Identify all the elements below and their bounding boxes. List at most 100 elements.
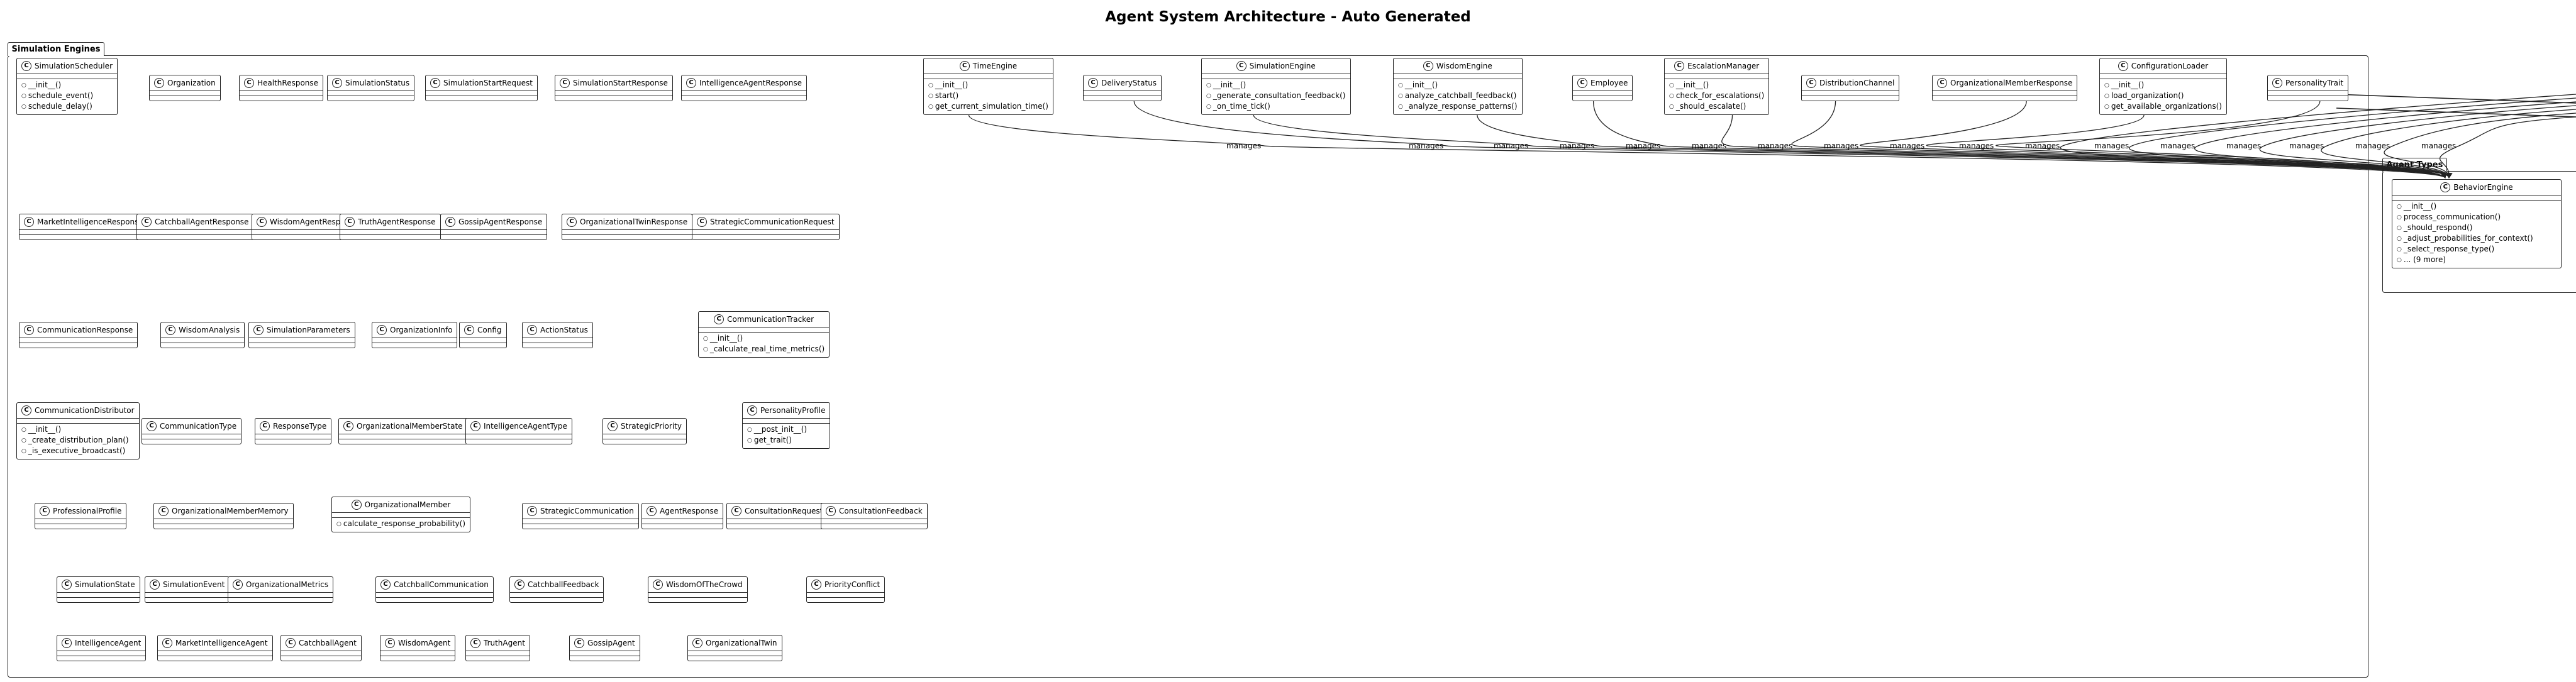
edge-label: manages	[2289, 141, 2324, 150]
class-fields	[1933, 91, 2077, 96]
class-wisdom-engine[interactable]: CWisdomEngine__init__()analyze_catchball…	[1393, 58, 1523, 115]
class-stereotype-icon: C	[1674, 61, 1685, 71]
class-organizational-member[interactable]: COrganizationalMembercalculate_response_…	[331, 497, 471, 532]
class-stereotype-icon: C	[1088, 78, 1098, 88]
class-simulation-engine[interactable]: CSimulationEngine__init__()_generate_con…	[1201, 58, 1351, 115]
class-methods: __init__()load_organization()get_availab…	[2100, 79, 2226, 114]
class-stereotype-icon: C	[686, 78, 696, 88]
class-name: Organization	[167, 79, 216, 87]
class-name: ConsultationFeedback	[839, 507, 923, 515]
class-stereotype-icon: C	[470, 421, 480, 431]
class-communication-tracker[interactable]: CCommunicationTracker__init__()_calculat…	[698, 311, 830, 358]
class-name: IntelligenceAgent	[75, 639, 142, 647]
class-behavior-engine[interactable]: CBehaviorEngine__init__()process_communi…	[2392, 179, 2562, 268]
class-name: ProfessionalProfile	[53, 507, 122, 515]
method-item: schedule_delay()	[21, 102, 113, 113]
class-time-engine[interactable]: CTimeEngine__init__()start()get_current_…	[923, 58, 1053, 115]
class-personality-profile[interactable]: CPersonalityProfile__post_init__()get_tr…	[742, 402, 831, 449]
class-name: Employee	[1591, 79, 1628, 87]
class-methods	[441, 235, 547, 239]
class-stereotype-icon: C	[40, 506, 50, 516]
class-methods	[137, 235, 253, 239]
class-escalation-manager[interactable]: CEscalationManager__init__()check_for_es…	[1664, 58, 1770, 115]
method-item: __init__()	[1669, 80, 1764, 91]
class-communication-distributor[interactable]: CCommunicationDistributor__init__()_crea…	[16, 402, 140, 459]
class-name: ResponseType	[273, 422, 327, 431]
class-divider	[692, 234, 839, 235]
edge-label: manages	[1626, 141, 1660, 150]
class-configuration-loader[interactable]: CConfigurationLoader__init__()load_organ…	[2099, 58, 2227, 115]
class-stereotype-icon: C	[527, 506, 537, 516]
class-name: CatchballFeedback	[528, 580, 599, 589]
method-item: _select_response_type()	[2397, 245, 2557, 255]
class-divider	[441, 229, 547, 230]
class-simulation-scheduler[interactable]: CSimulationScheduler__init__()schedule_e…	[16, 58, 118, 115]
class-methods: __init__()analyze_catchball_feedback()_a…	[1394, 79, 1522, 114]
class-name: MarketIntelligenceResponse	[37, 217, 143, 226]
class-divider	[340, 234, 440, 235]
method-item: get_available_organizations()	[2104, 102, 2222, 113]
class-name: SimulationStartResponse	[573, 79, 668, 87]
class-stereotype-icon: C	[377, 325, 387, 335]
class-stereotype-icon: C	[464, 325, 474, 335]
class-name: AgentResponse	[660, 507, 719, 515]
class-stereotype-icon: C	[260, 421, 270, 431]
class-methods: __init__()_generate_consultation_feedbac…	[1202, 79, 1350, 114]
